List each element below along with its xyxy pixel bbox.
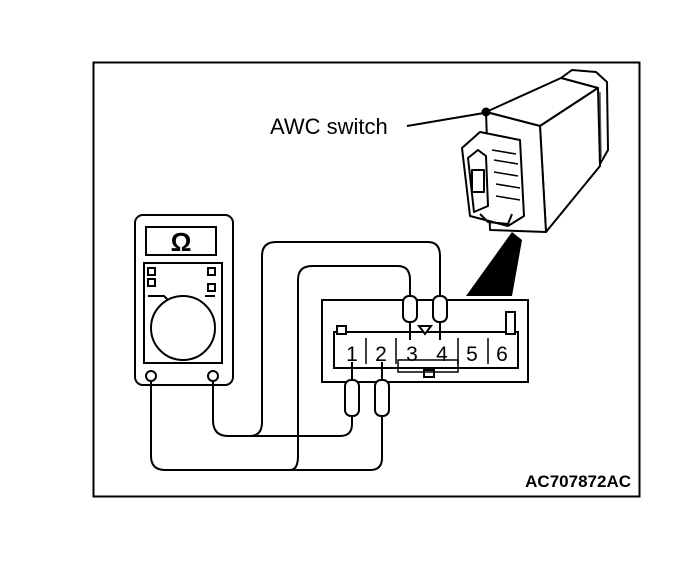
awc-switch [461,69,609,233]
connector-window [471,169,485,193]
connector-triangle-mark [417,325,433,336]
pin-number: 6 [496,343,508,366]
ohmmeter-dial-knob [150,295,216,361]
ohmmeter-display [145,226,217,256]
pin-number: 3 [406,343,418,366]
pin-number: 4 [436,343,448,366]
pin-number: 5 [466,343,478,366]
callout-leader [406,112,485,127]
probe-jack-left [145,370,157,382]
connector-slots [491,149,521,201]
probe-pin1 [344,362,360,417]
connector-face [321,299,529,383]
pin-numbers: 1 2 3 4 5 6 [346,343,508,366]
test-leads [150,241,441,471]
connector-lower-tab [479,213,513,225]
lead-right-to-pin1 [212,381,353,437]
pin-number: 1 [346,343,358,366]
dial-corner-mark [207,267,216,276]
figure-border [92,61,641,498]
lead-jumper-to-pin4 [249,241,441,437]
connector-lock-bar [397,359,459,373]
dial-corner-mark [147,278,156,287]
connector-key-right [505,311,516,335]
connector-lock-tab [423,369,435,378]
dial-corner-mark [207,283,216,292]
probe-pin4 [432,295,448,340]
dial-corner-mark [147,267,156,276]
probe-pin2 [374,362,390,417]
ohm-symbol: Ω [171,227,192,257]
probe-jack-right [207,370,219,382]
pin-number: 2 [375,343,387,366]
probe-pin3 [402,295,418,340]
probes [344,295,448,417]
connector-key-left [336,325,347,335]
connector-inner [333,331,519,369]
callout-dot [481,107,491,117]
figure-code: AC707872AC [525,472,631,491]
lead-jumper-to-pin3 [289,265,411,471]
ohmmeter [134,214,234,386]
lead-left-to-pin2 [150,381,383,471]
callout-label: AWC switch [270,114,388,139]
detail-pointer [466,232,522,296]
